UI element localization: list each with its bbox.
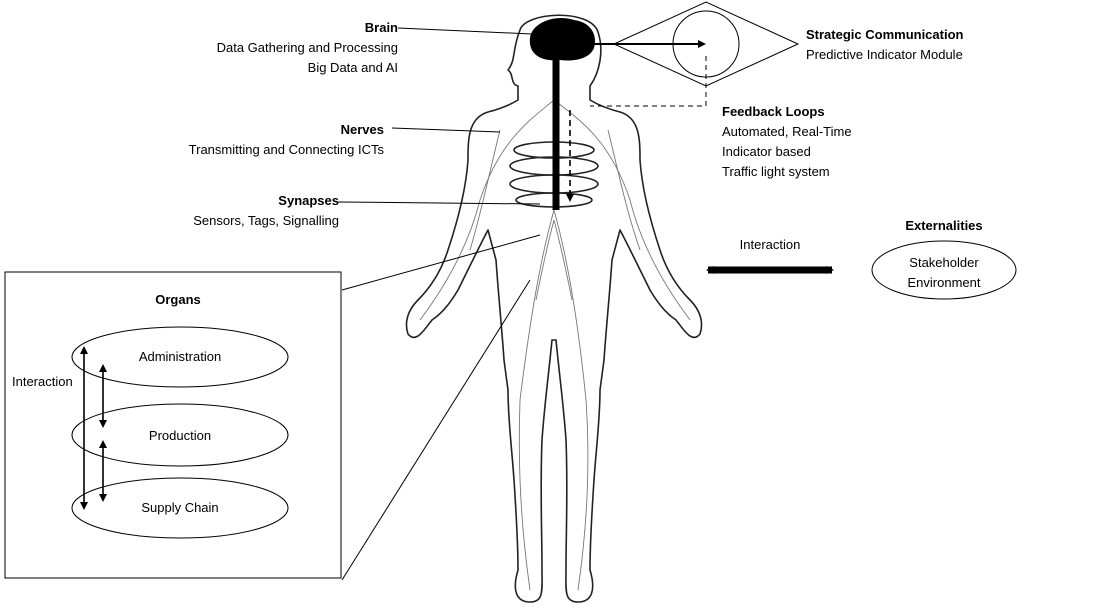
- synapses-label: Synapses Sensors, Tags, Signalling: [193, 191, 339, 231]
- organ-label-production: Production: [110, 426, 250, 446]
- feedback-label: Feedback Loops Automated, Real-Time Indi…: [722, 102, 852, 182]
- synapses-title: Synapses: [193, 191, 339, 211]
- organs-interaction-label: Interaction: [12, 372, 73, 392]
- strategic-label: Strategic Communication Predictive Indic…: [806, 25, 963, 65]
- strategic-diamond: [588, 2, 798, 106]
- externalities-line-1: Stakeholder: [894, 253, 994, 273]
- organ-label-administration: Administration: [110, 347, 250, 367]
- feedback-line-3: Traffic light system: [722, 162, 852, 182]
- feedback-title: Feedback Loops: [722, 102, 852, 122]
- organs-title: Organs: [128, 290, 228, 310]
- strategic-line-1: Predictive Indicator Module: [806, 45, 963, 65]
- externalities-title: Externalities: [904, 216, 984, 236]
- nerves-title: Nerves: [189, 120, 384, 140]
- human-body-figure: [406, 15, 701, 602]
- brain-line-1: Data Gathering and Processing: [217, 38, 398, 58]
- externalities-line-2: Environment: [894, 273, 994, 293]
- strategic-title: Strategic Communication: [806, 25, 963, 45]
- synapses-line-1: Sensors, Tags, Signalling: [193, 211, 339, 231]
- feedback-line-1: Automated, Real-Time: [722, 122, 852, 142]
- organ-label-supply-chain: Supply Chain: [110, 498, 250, 518]
- nerves-label: Nerves Transmitting and Connecting ICTs: [189, 120, 384, 160]
- brain-shape: [530, 18, 595, 60]
- brain-title: Brain: [217, 18, 398, 38]
- nerves-line-1: Transmitting and Connecting ICTs: [189, 140, 384, 160]
- brain-label: Brain Data Gathering and Processing Big …: [217, 18, 398, 78]
- externalities-text: Stakeholder Environment: [894, 253, 994, 293]
- brain-line-2: Big Data and AI: [217, 58, 398, 78]
- feedback-line-2: Indicator based: [722, 142, 852, 162]
- interaction-external-label: Interaction: [720, 235, 820, 255]
- organs-box: [5, 272, 341, 578]
